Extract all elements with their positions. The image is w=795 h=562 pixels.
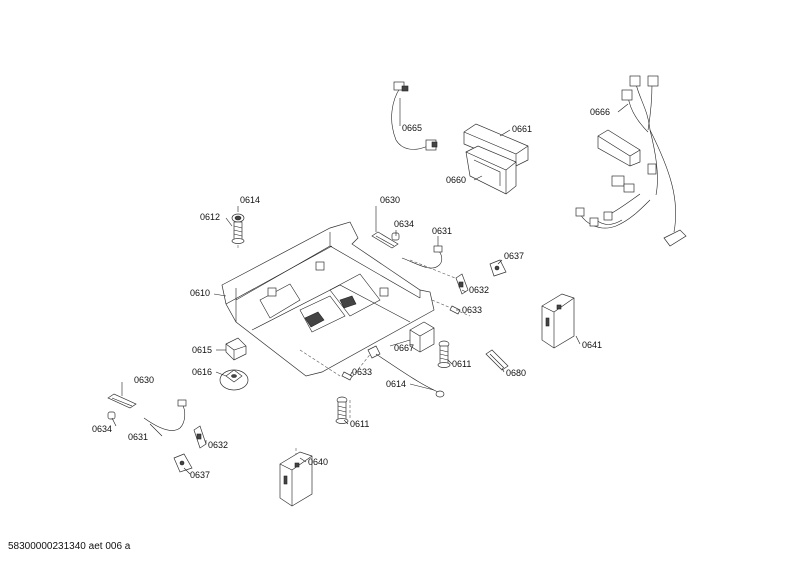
label-0632-lower: 0632 (208, 440, 228, 450)
label-0631-lower: 0631 (128, 432, 148, 442)
bracket-0630-lower-part (107, 393, 137, 409)
label-0633-upper: 0633 (462, 305, 482, 315)
label-0610: 0610 (190, 288, 210, 298)
screw-0633-lower-part (341, 371, 353, 381)
label-0632-upper: 0632 (469, 285, 489, 295)
leader-lines (111, 98, 629, 475)
label-0614-upper: 0614 (240, 195, 260, 205)
label-0630-upper: 0630 (380, 195, 400, 205)
label-0637-lower: 0637 (190, 470, 210, 480)
foot-0612-part (231, 213, 245, 244)
label-0634-upper: 0634 (394, 219, 414, 229)
hose-0665-part (391, 81, 438, 151)
bracket-0641-part (541, 293, 575, 349)
label-0637-upper: 0637 (504, 251, 524, 261)
screw-foot-0611-lower-part (335, 396, 349, 424)
label-0634-lower: 0634 (92, 424, 112, 434)
sensor-0631-lower-part (143, 399, 187, 431)
label-0641: 0641 (582, 340, 602, 350)
part-0615 (225, 337, 247, 361)
label-0665: 0665 (402, 123, 422, 133)
bracket-0630-upper-part (371, 231, 399, 249)
label-0640: 0640 (308, 457, 328, 467)
part-labels: 0665 0661 0660 0666 0614 0612 0630 0634 … (92, 107, 610, 480)
label-0616: 0616 (192, 367, 212, 377)
duct-0660-part (465, 145, 517, 195)
bracket-0640-part (279, 451, 313, 507)
holder-0637-lower-part (173, 453, 193, 473)
holder-0637-upper-part (489, 259, 507, 277)
label-0612: 0612 (200, 212, 220, 222)
label-0631-upper: 0631 (432, 226, 452, 236)
label-0630-lower: 0630 (134, 375, 154, 385)
label-0615: 0615 (192, 345, 212, 355)
label-0611-lower: 0611 (350, 419, 369, 429)
label-0611-upper: 0611 (452, 359, 471, 369)
part-0680 (485, 349, 509, 371)
latch-0632-upper-part (455, 273, 469, 295)
label-0666: 0666 (590, 107, 610, 117)
part-0616 (219, 369, 249, 391)
label-0680: 0680 (506, 368, 526, 378)
wiring-harness-0666-part (575, 75, 687, 247)
base-frame-part (221, 221, 435, 377)
label-0667: 0667 (394, 343, 414, 353)
latch-0632-lower-part (193, 425, 207, 449)
screw-foot-0611-upper-part (437, 340, 451, 368)
label-0661: 0661 (512, 124, 532, 134)
screw-0633-upper-part (449, 305, 461, 315)
label-0660: 0660 (446, 175, 466, 185)
part-0667 (409, 321, 435, 353)
clip-0634-lower-part (107, 411, 116, 420)
label-0633-lower: 0633 (352, 367, 372, 377)
drawing-reference-number: 58300000231340 aet 006 a (8, 541, 131, 552)
label-0614-lower: 0614 (386, 379, 406, 389)
clip-0634-upper-part (391, 232, 400, 241)
